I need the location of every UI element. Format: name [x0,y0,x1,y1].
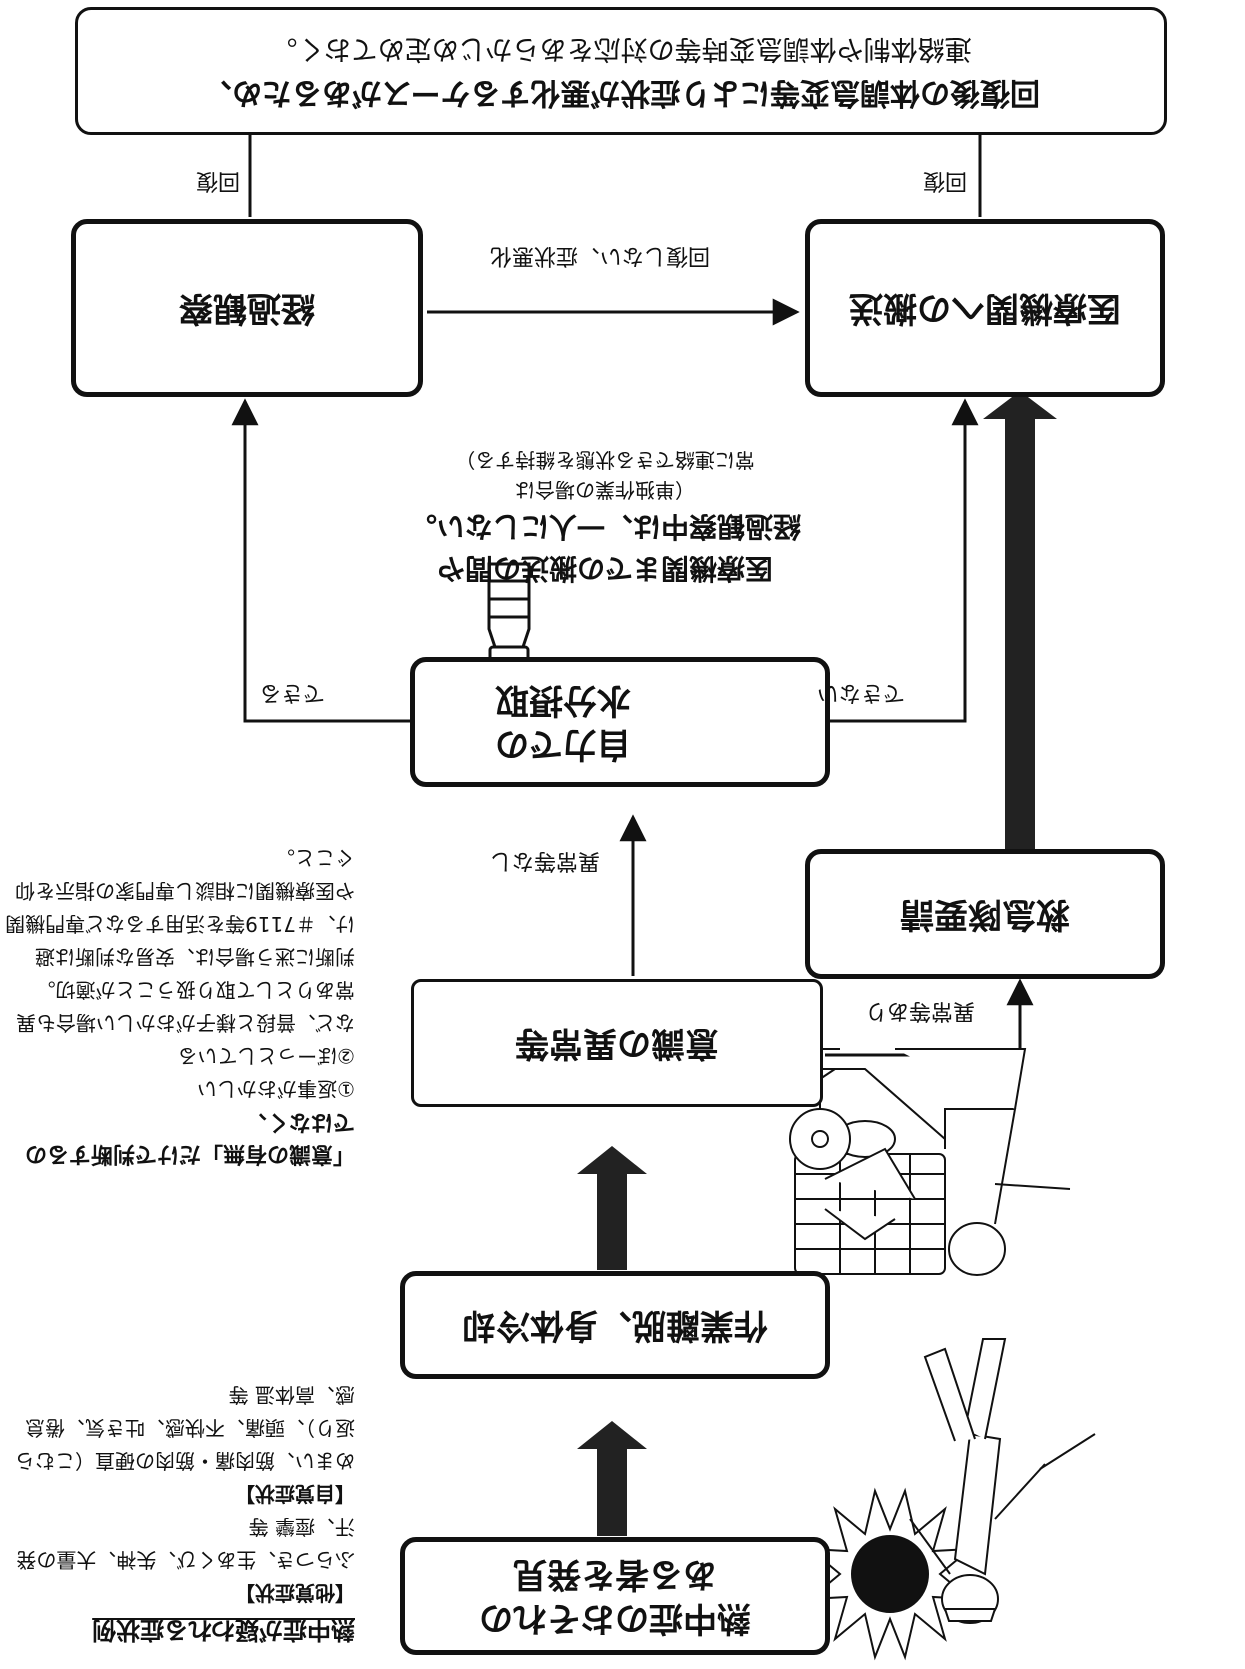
hospital-label: 医療機関への搬送 [849,288,1121,329]
other-symptoms-heading: 【他覚症状】 [235,1581,355,1606]
edge-label-not-recovered: 回復しない、症状悪化 [489,243,710,268]
start-node-line1: 熱中症のおそれの [479,1598,751,1639]
thick-arrow-start-to-remove [577,1421,647,1536]
edge-label-recover-left: 回復 [195,168,240,193]
ambulance-node: 救急隊要請 [805,849,1165,979]
water-intake-line2: 水分摂取 [495,680,631,720]
consciousness-label: 意識の異常等 [515,1023,719,1064]
supervision-note: 医療機関までの搬送の間や 経過観察中は、一人にしない。 （単独作業の場合は 常に… [395,445,815,589]
judgement-text: など、普段と様子がおかしい場合も異常ありとして取り扱うことが適切。 [16,978,355,1036]
notice-box: 回復後の体調急変等により症状が悪化するケースがあるため、 連絡体制や体調急変時等… [75,7,1167,135]
edge-label-recover-right: 回復 [922,168,967,193]
water-intake-line1: 自力での [495,724,631,765]
ambulance-label: 救急隊要請 [900,894,1070,935]
self-symptoms-heading: 【自覚症状】 [235,1482,355,1507]
supervision-note-line3: （単独作業の場合は [515,478,695,502]
edge-label-abnormal-no: 異常等なし [489,848,600,873]
supervision-note-line4: 常に連絡できる状態を維持する） [455,448,755,472]
edge-label-abnormal-yes: 異常等あり [864,998,975,1023]
notice-line2: 連絡体制や体調急変時等の対応をあらかじめ定めておく。 [270,32,972,64]
start-node-line2: ある者を発見 [513,1554,717,1594]
thick-arrow-ambulance-to-hospital [983,391,1057,886]
arrow-water-to-observe [231,398,410,723]
start-node: 熱中症のおそれの ある者を発見 [400,1537,830,1655]
symptom-panel: 熱中症が疑われる症状例 【他覚症状】 ふらつき、生あくび、失神、大量の発汗、痙攣… [5,1378,355,1649]
consciousness-node: 意識の異常等 [411,979,823,1107]
thick-arrows [577,391,1057,1536]
arrow-water-to-hospital [830,398,979,723]
sun-icon [807,1487,973,1661]
judgement-advice: 判断に迷う場合は、安易な判断は避け、＃7119等を活用するなど専門機関や医療機関… [5,846,355,970]
water-intake-node: 自力での 水分摂取 [410,657,830,787]
judgement-heading: 「意識の有無」だけで判断するのではなく、 [24,1109,355,1166]
observation-node: 経過観察 [71,219,423,397]
self-symptoms-text: めまい、筋肉痛・筋肉の硬直（こむら返り）、頭痛、不快感、吐き気、倦怠感、高体温 … [15,1383,355,1474]
hospital-node: 医療機関への搬送 [805,219,1165,397]
judgement-item-2: ②ぼーっとしている [177,1044,355,1069]
judgement-item-1: ①返事がおかしい [197,1077,355,1102]
other-symptoms-text: ふらつき、生あくび、失神、大量の発汗、痙攣 等 [16,1515,355,1573]
worker-sitting-tired-icon [794,1048,1071,1276]
edge-label-can: できる [259,680,325,705]
judgement-panel: 「意識の有無」だけで判断するのではなく、 ①返事がおかしい ②ぼーっとしている … [5,841,355,1169]
supervision-note-line1: 医療機関までの搬送の間や [437,552,774,585]
edge-label-cannot: できない [816,680,905,705]
observation-label: 経過観察 [179,288,315,329]
thick-arrow-remove-to-consciousness [577,1146,647,1270]
remove-cool-label: 作業離脱、身体冷却 [462,1305,768,1346]
worker-collapsing-icon [909,1338,1096,1624]
supervision-note-line2: 経過観察中は、一人にしない。 [409,510,802,543]
notice-line1: 回復後の体調急変等により症状が悪化するケースがあるため、 [202,75,1040,111]
remove-cool-node: 作業離脱、身体冷却 [400,1271,830,1379]
symptom-panel-title: 熱中症が疑われる症状例 [92,1616,355,1644]
